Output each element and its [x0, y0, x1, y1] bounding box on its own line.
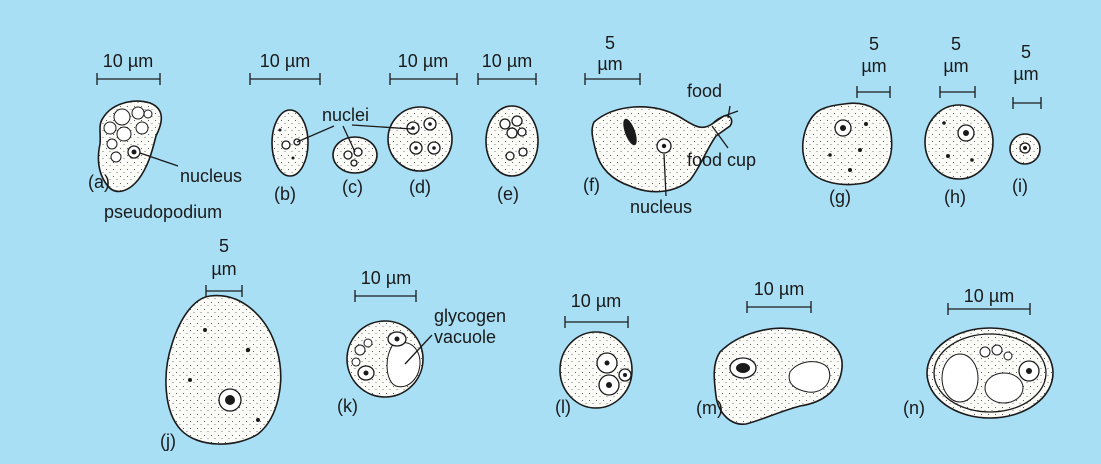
scale-label-m: 10 µm [754, 279, 804, 299]
scale-label-a: 10 µm [103, 51, 153, 71]
panel-label-e: (e) [497, 184, 519, 204]
panel-label-l: (l) [555, 397, 571, 417]
label-vacuole: vacuole [434, 327, 496, 347]
panel-label-i: (i) [1012, 176, 1028, 196]
cell-c [333, 137, 377, 173]
label-nuclei: nuclei [322, 105, 369, 125]
label-pseudopodium: pseudopodium [104, 202, 222, 222]
panel-label-h: (h) [944, 187, 966, 207]
panel-label-k: (k) [337, 396, 358, 416]
panel-label-g: (g) [829, 187, 851, 207]
panel-label-j: (j) [160, 431, 176, 451]
scale-label-l: 10 µm [571, 291, 621, 311]
panel-label-f: (f) [583, 175, 600, 195]
cell-d [388, 107, 452, 171]
panel-label-n: (n) [903, 398, 925, 418]
scale-label-f-number: 5 [605, 33, 615, 53]
panel-label-b: (b) [274, 184, 296, 204]
scale-label-h-number: 5 [951, 34, 961, 54]
label-nucleus-f: nucleus [630, 197, 692, 217]
scale-label-n: 10 µm [964, 286, 1014, 306]
scale-label-i-number: 5 [1021, 42, 1031, 62]
panel-label-m: (m) [696, 398, 723, 418]
scale-label-g-unit: µm [861, 56, 886, 76]
scale-label-i-unit: µm [1013, 64, 1038, 84]
panel-label-c: (c) [342, 177, 363, 197]
scale-label-e: 10 µm [482, 51, 532, 71]
panel-label-a: (a) [88, 172, 110, 192]
scale-label-h-unit: µm [943, 56, 968, 76]
panel-label-d: (d) [409, 177, 431, 197]
cell-g [803, 103, 892, 184]
label-glycogen: glycogen [434, 306, 506, 326]
cell-b [272, 110, 308, 176]
label-food-cup: food cup [687, 150, 756, 170]
cell-e [486, 106, 538, 176]
scale-bar-l: 10 µm [565, 291, 628, 328]
label-nucleus-a: nucleus [180, 166, 242, 186]
scale-label-j-number: 5 [219, 236, 229, 256]
scale-label-g-number: 5 [869, 34, 879, 54]
label-food: food [687, 81, 722, 101]
cell-k [347, 321, 423, 397]
scale-label-k: 10 µm [361, 268, 411, 288]
scale-label-j-unit: µm [211, 259, 236, 279]
scale-label-d: 10 µm [398, 51, 448, 71]
scale-label-b: 10 µm [260, 51, 310, 71]
scale-label-f-unit: µm [597, 54, 622, 74]
cell-h [925, 105, 993, 179]
cell-n [927, 328, 1053, 418]
cell-i [1010, 134, 1040, 164]
